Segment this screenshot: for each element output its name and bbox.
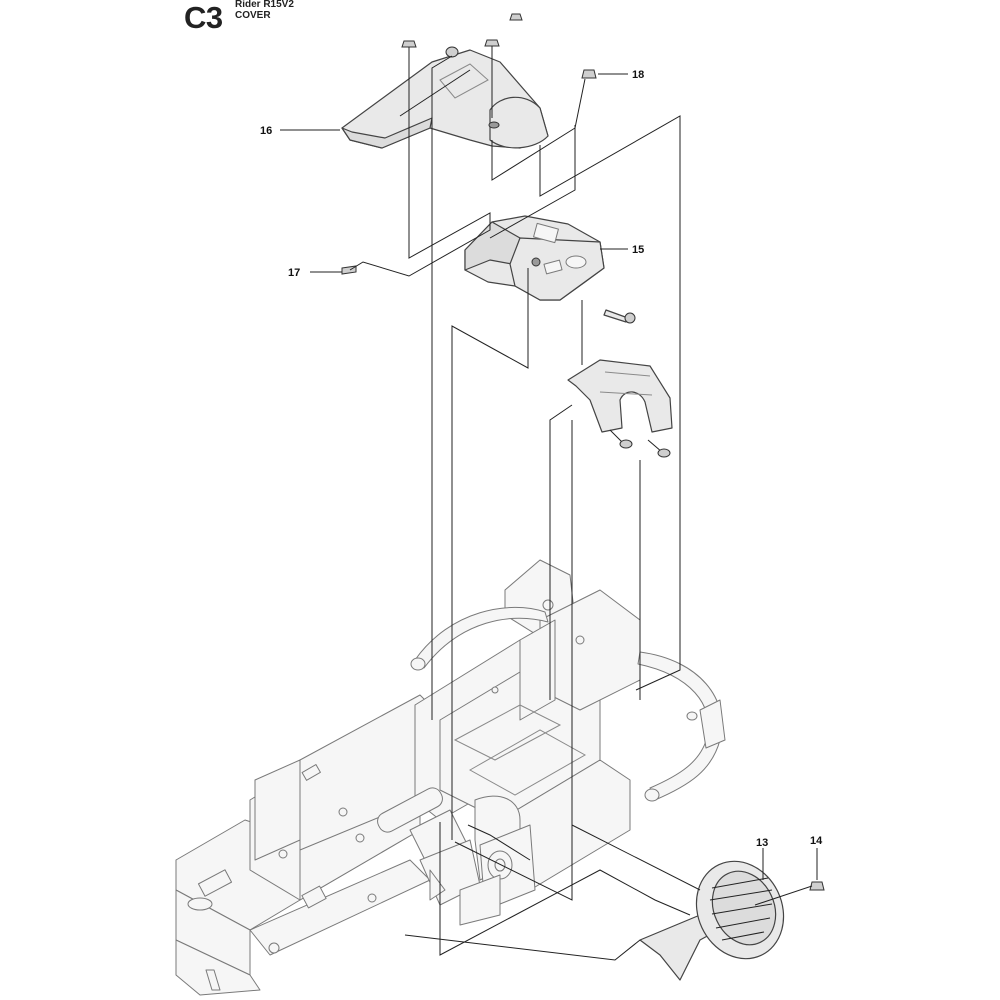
callout-15: 15 [600,244,644,256]
mid-bracket [567,359,673,458]
assembly-lines [349,55,813,961]
part-15-lower-cover [464,215,636,324]
callout-17-label: 17 [288,267,300,279]
callout-13-label: 13 [756,837,768,849]
model-name: Rider R15V2 [235,0,294,10]
bolt-16b [484,39,500,118]
part-16-upper-cover [341,49,549,149]
bolt-16a [401,40,417,110]
callout-13: 13 [756,837,768,880]
callout-18: 18 [598,69,644,81]
chassis-frame [175,559,726,996]
section-code: C3 [184,0,223,35]
diagram-title: COVER [235,10,271,21]
callout-15-label: 15 [632,244,644,256]
part-14-screw [809,881,825,891]
callout-17: 17 [288,267,342,279]
callout-14: 14 [810,835,823,880]
nut-16 [445,46,459,58]
part-13-round-cover [639,860,785,981]
part-18-nut [581,69,597,79]
callout-14-label: 14 [810,835,823,847]
bolt-16c [509,13,523,21]
callout-18-label: 18 [632,69,644,81]
callout-16: 16 [260,125,340,137]
callout-16-label: 16 [260,125,272,137]
